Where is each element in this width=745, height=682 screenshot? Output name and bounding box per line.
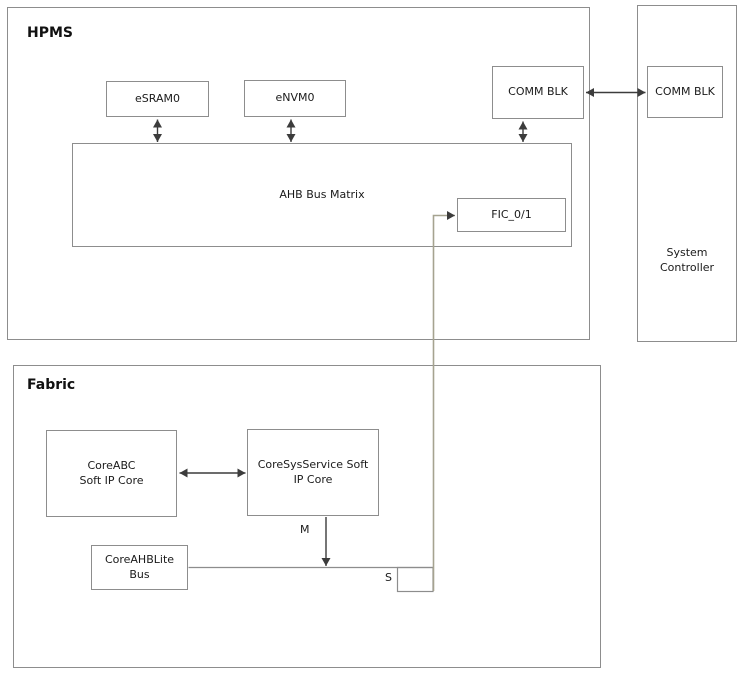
slave-port-label: S xyxy=(385,571,392,584)
system-controller-region xyxy=(637,5,737,342)
master-port-label: M xyxy=(300,523,310,536)
fabric-region xyxy=(13,365,601,668)
coresysservice-box: CoreSysService Soft IP Core xyxy=(247,429,379,516)
ahb-bus-matrix-label: AHB Bus Matrix xyxy=(279,187,365,201)
esram0-label: eSRAM0 xyxy=(135,91,180,105)
sysctrl-comm-blk-label: COMM BLK xyxy=(655,84,715,98)
esram0-box: eSRAM0 xyxy=(106,81,209,117)
hpms-title: HPMS xyxy=(27,25,73,41)
coreabc-box: CoreABC Soft IP Core xyxy=(46,430,177,517)
envm0-label: eNVM0 xyxy=(275,91,315,105)
fic-label: FIC_0/1 xyxy=(491,207,532,221)
hpms-comm-blk-box: COMM BLK xyxy=(492,66,584,119)
envm0-box: eNVM0 xyxy=(244,80,346,117)
coreabc-label: CoreABC Soft IP Core xyxy=(79,458,144,487)
coreahblite-box: CoreAHBLite Bus xyxy=(91,545,188,590)
system-controller-label: System Controller xyxy=(659,246,715,274)
coreahblite-label: CoreAHBLite Bus xyxy=(104,552,175,581)
fabric-title: Fabric xyxy=(27,377,76,393)
hpms-comm-blk-label: COMM BLK xyxy=(508,85,568,99)
fic-box: FIC_0/1 xyxy=(457,198,566,232)
coresysservice-label: CoreSysService Soft IP Core xyxy=(257,457,369,486)
ahb-bus-matrix-box: AHB Bus Matrix xyxy=(72,143,572,247)
sysctrl-comm-blk-box: COMM BLK xyxy=(647,66,723,118)
